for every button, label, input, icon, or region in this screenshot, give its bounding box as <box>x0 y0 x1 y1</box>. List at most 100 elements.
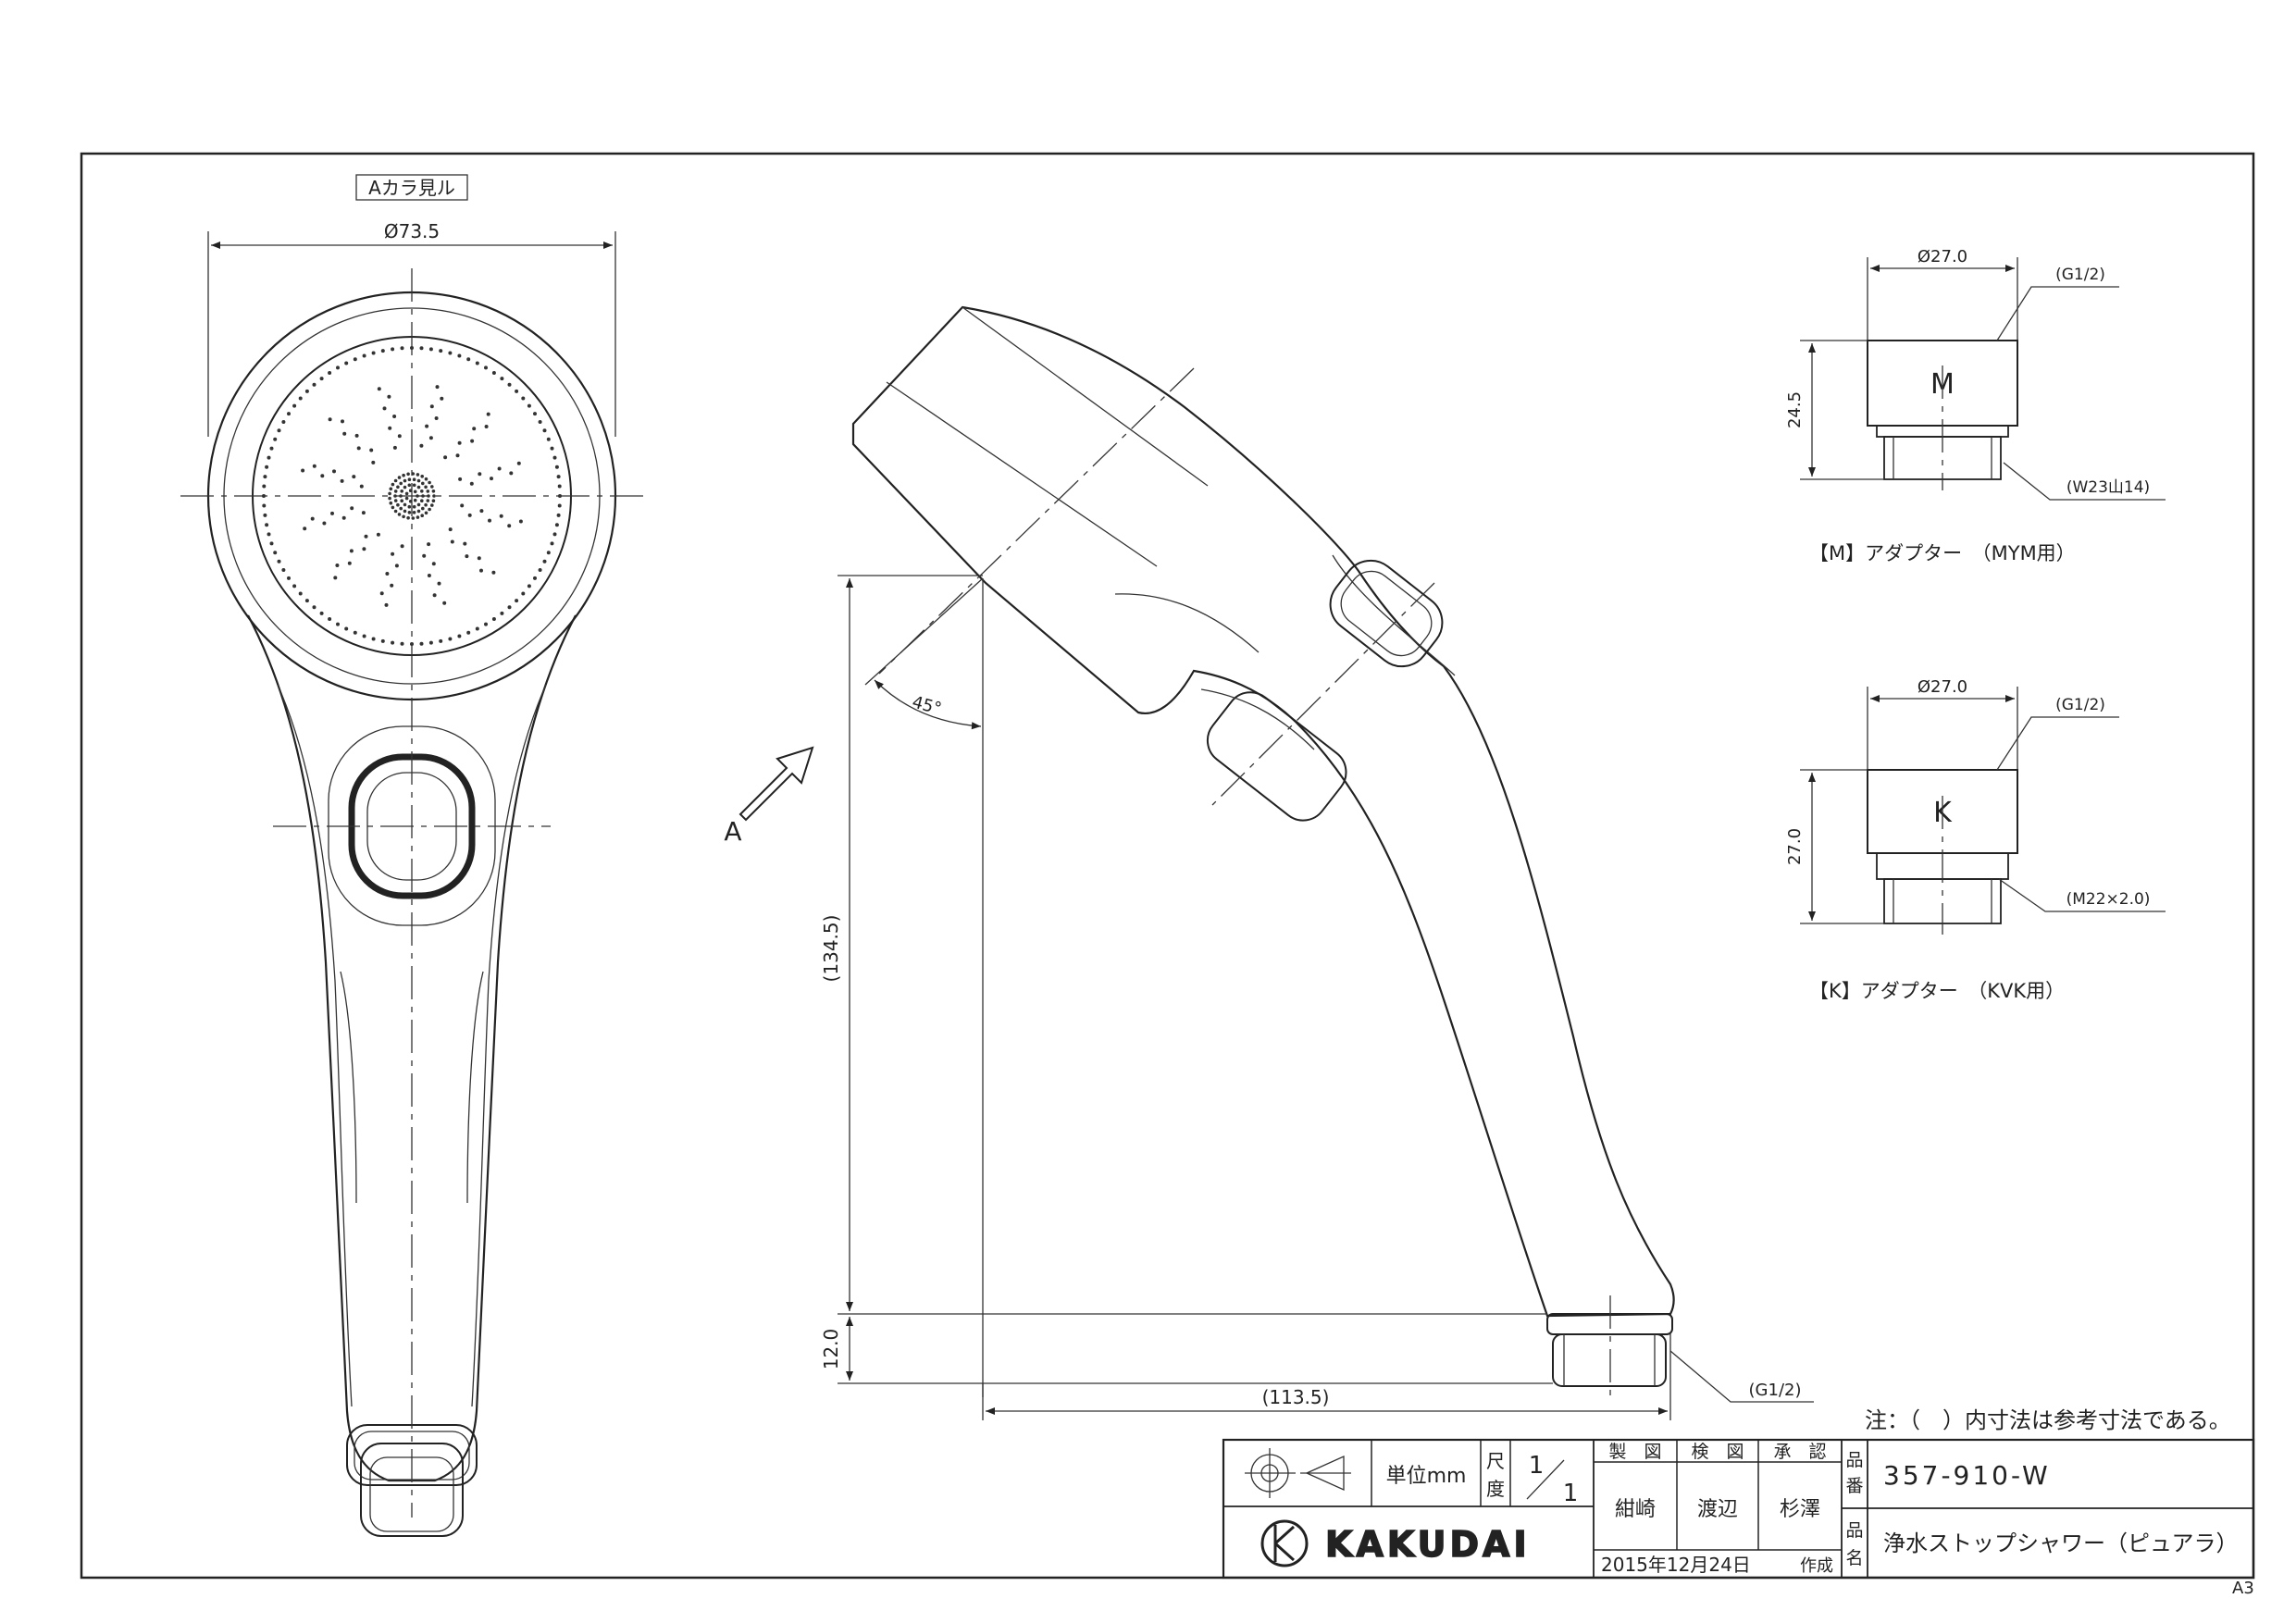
nozzle-dot <box>353 630 357 635</box>
nozzle-dot <box>292 403 297 408</box>
view-arrow-a <box>738 746 814 822</box>
part-name-label-1: 品 <box>1845 1520 1863 1541</box>
nozzle-dot <box>400 489 404 493</box>
spray-nozzles <box>262 346 562 646</box>
nozzle-dot <box>328 371 332 375</box>
nozzle-dot <box>344 361 349 365</box>
nozzle-dot <box>448 637 453 641</box>
nozzle-dot <box>509 471 514 476</box>
nozzle-dot <box>394 564 399 568</box>
nozzle-dot <box>319 377 324 381</box>
nozzle-dot <box>262 484 267 489</box>
side-thread-label: (G1/2) <box>1749 1381 1802 1400</box>
nozzle-dot <box>507 382 512 387</box>
nozzle-dot <box>427 542 431 547</box>
nozzle-dot <box>342 431 347 436</box>
nozzle-dot <box>500 377 504 381</box>
adapter-k: Ø27.0 K 27.0 (G1/2) (M22×2.0) 【K】アダプター （… <box>1785 677 2166 1002</box>
nozzle-dot <box>384 602 389 607</box>
nozzle-dot <box>434 416 439 420</box>
nozzle-dot <box>466 357 471 362</box>
nozzle-dot <box>429 404 434 409</box>
scale-label-2: 度 <box>1486 1478 1505 1500</box>
nozzle-dot <box>330 511 334 515</box>
nozzle-dot <box>397 434 402 439</box>
adapter-k-diameter: Ø27.0 <box>1917 677 1967 697</box>
nozzle-dot <box>328 617 332 621</box>
nozzle-dot <box>403 478 407 483</box>
nozzle-dot <box>466 630 471 635</box>
nozzle-dot <box>533 412 537 416</box>
nozzle-dot <box>400 544 404 549</box>
nozzle-dot <box>341 419 344 424</box>
nozzle-dot <box>428 347 433 352</box>
head-profile <box>851 305 1675 1318</box>
nozzle-dot <box>403 502 407 507</box>
nozzle-dot <box>371 637 376 641</box>
nozzle-dot <box>393 478 398 483</box>
angle-arc <box>874 679 982 730</box>
side-dim-width: (113.5) <box>1262 1386 1330 1408</box>
adapter-k-thread-top: (G1/2) <box>2055 696 2105 714</box>
kakudai-logo-icon: KAKUDAI <box>1260 1519 1527 1567</box>
nozzle-dot <box>267 455 271 460</box>
nozzle-dot <box>546 437 551 441</box>
nozzle-dot <box>484 622 488 626</box>
nozzle-dot <box>491 617 496 621</box>
nozzle-dot <box>542 428 547 433</box>
nozzle-dot <box>556 513 561 517</box>
nozzle-dot <box>479 568 483 573</box>
nozzle-dot <box>377 387 381 391</box>
adapter-k-caption: 【K】アダプター （KVK用） <box>1809 980 2065 1002</box>
nozzle-dot <box>336 622 340 626</box>
nozzle-dot <box>412 511 416 514</box>
nozzle-dot <box>479 509 484 514</box>
nozzle-dot <box>430 485 434 489</box>
nozzle-dot <box>533 576 537 580</box>
nozzle-dot <box>437 581 441 586</box>
part-number: 357-910-W <box>1883 1460 2051 1491</box>
nozzle-dot <box>448 351 453 355</box>
nozzle-dot <box>391 482 395 487</box>
adapter-k-letter: K <box>1933 797 1953 829</box>
nozzle-dot <box>273 437 278 441</box>
nozzle-dot <box>550 541 554 546</box>
nozzle-dot <box>431 489 436 493</box>
nozzle-dot <box>287 412 291 416</box>
nozzle-dot <box>303 527 307 531</box>
nozzle-dot <box>552 532 557 537</box>
dimension-note: 注：（ ）内寸法は参考寸法である。 <box>1865 1407 2231 1433</box>
side-view: A 45° (134.5) 12.0 <box>724 305 1814 1420</box>
nozzle-dot <box>399 481 403 486</box>
nozzle-dot <box>420 489 424 493</box>
nozzle-dot <box>400 346 404 351</box>
nozzle-dot <box>397 476 402 479</box>
nozzle-dot <box>400 499 404 502</box>
nozzle-dot <box>328 417 332 422</box>
nozzle-dot <box>475 626 479 631</box>
nozzle-dot <box>515 389 519 393</box>
nozzle-dot <box>336 365 340 370</box>
nozzle-dot <box>362 547 366 551</box>
nozzle-dot <box>521 396 526 401</box>
side-lower-button <box>1206 691 1347 822</box>
nozzle-dot <box>391 551 395 556</box>
nozzle-dot <box>353 357 357 362</box>
adapter-m-caption: 【M】アダプター （MYM用） <box>1809 542 2076 564</box>
created-label: 作成 <box>1800 1556 1833 1576</box>
nozzle-dot <box>420 514 425 517</box>
nozzle-dot <box>399 506 403 511</box>
nozzle-dot <box>404 491 409 496</box>
nozzle-dot <box>416 473 420 477</box>
nozzle-dot <box>486 412 490 416</box>
nozzle-dot <box>448 527 453 532</box>
adapter-k-height: 27.0 <box>1785 828 1805 865</box>
nozzle-dot <box>391 640 395 645</box>
nozzle-dot <box>304 599 309 603</box>
nozzle-dot <box>376 532 380 537</box>
nozzle-dot <box>310 516 315 521</box>
nozzle-dot <box>352 475 356 479</box>
nozzle-dot <box>516 461 521 465</box>
nozzle-dot <box>497 466 502 471</box>
nozzle-dot <box>484 425 489 428</box>
